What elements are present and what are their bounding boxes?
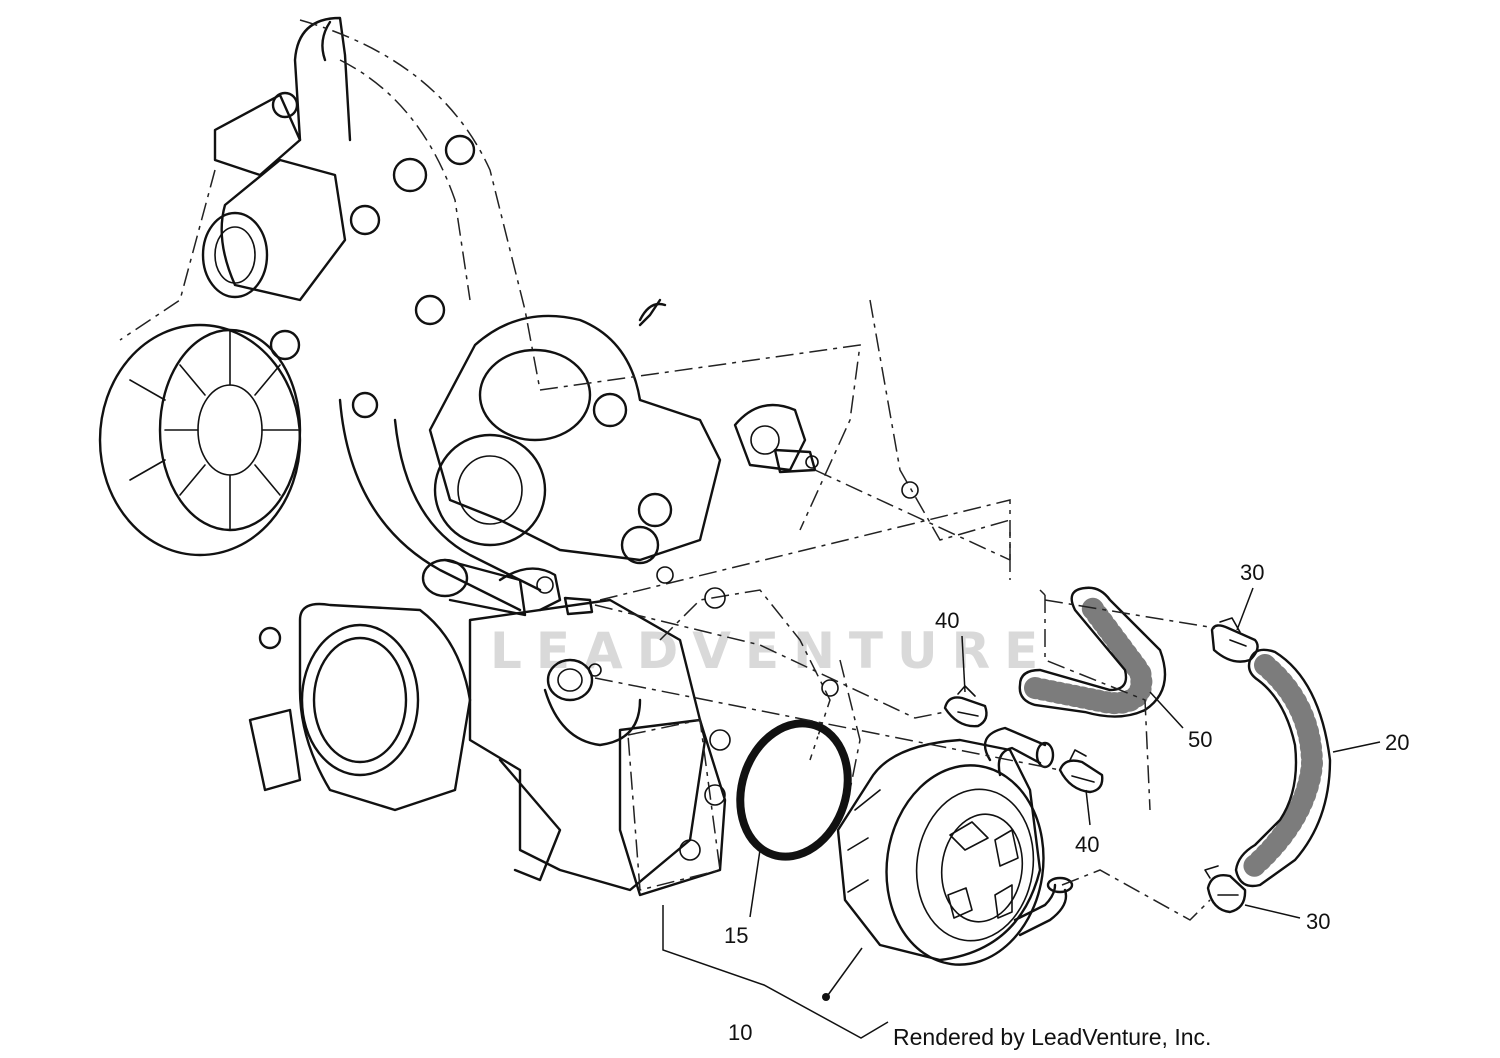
hose-clamp-40-upper: [943, 685, 988, 728]
render-credit: Rendered by LeadVenture, Inc.: [893, 1024, 1211, 1050]
callout-labels: 30 40 50 20 40 30 15 10: [724, 560, 1409, 1045]
engine-block: [98, 16, 1011, 897]
o-ring-gasket: [736, 719, 852, 861]
callout-30-lower: 30: [1306, 909, 1330, 934]
callout-10: 10: [728, 1020, 752, 1045]
callout-15: 15: [724, 923, 748, 948]
callout-leaders: [662, 587, 1381, 1039]
hose-clamp-30-lower: [1204, 865, 1247, 914]
watermark-text: LEADVENTURE: [490, 622, 1052, 680]
callout-40-lower: 40: [1075, 832, 1099, 857]
hose-clamp-40-lower: [1058, 749, 1104, 794]
hose-20: [1234, 648, 1332, 888]
assembly-lines: [594, 469, 1216, 921]
oil-cooler: [836, 726, 1074, 966]
hose-clamp-30-upper: [1210, 617, 1259, 663]
callout-30-upper: 30: [1240, 560, 1264, 585]
callout-20: 20: [1385, 730, 1409, 755]
callout-50: 50: [1188, 727, 1212, 752]
callout-40-upper: 40: [935, 608, 959, 633]
